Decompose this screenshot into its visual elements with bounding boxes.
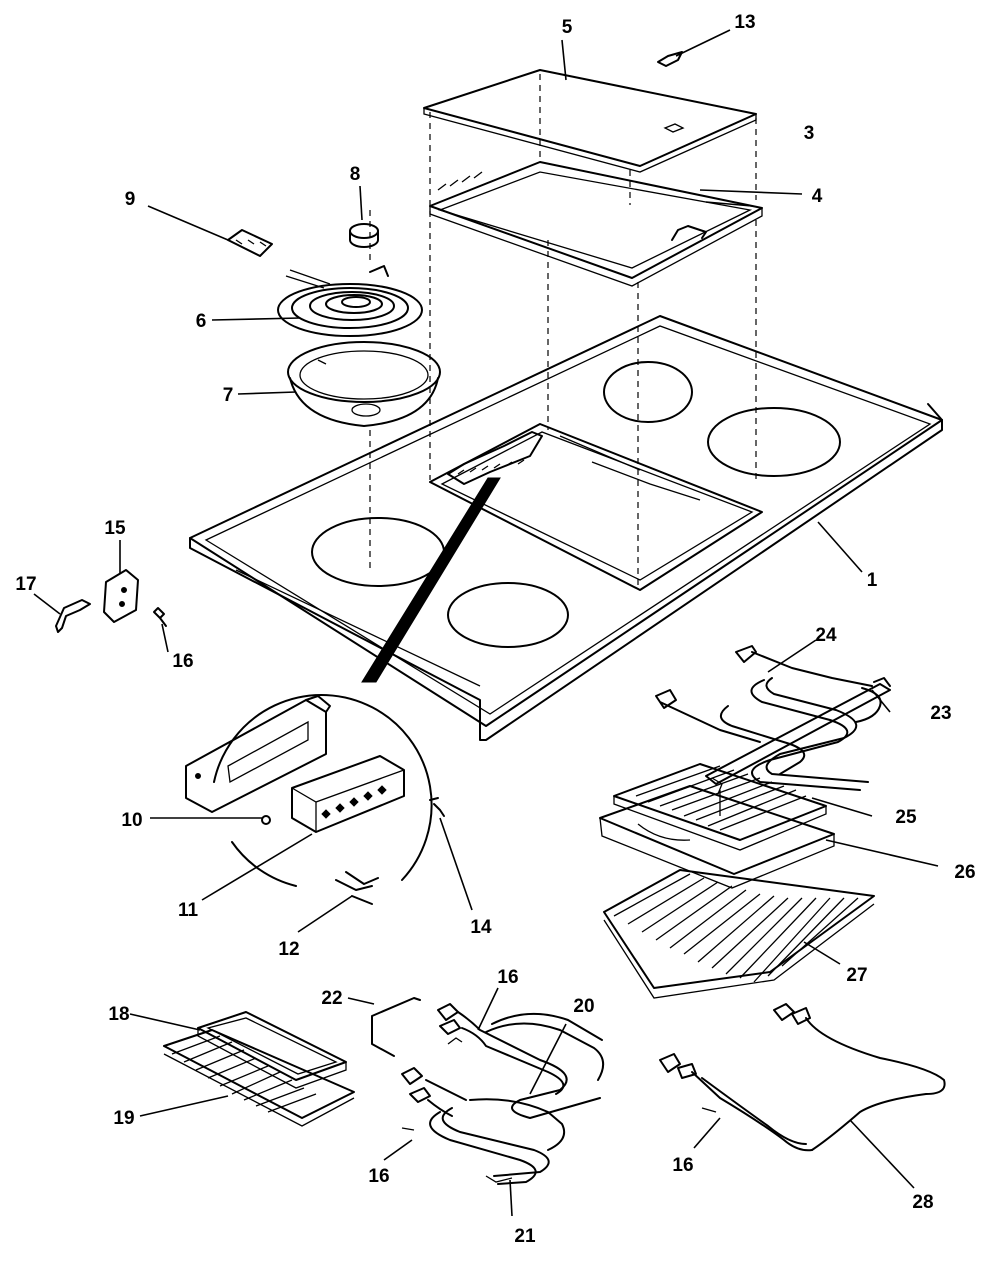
leader-lines <box>33 29 939 1217</box>
callout-20: 20 <box>573 996 594 1017</box>
callout-25: 25 <box>895 807 917 828</box>
callout-17: 17 <box>15 574 36 595</box>
receptacle-block-part <box>227 229 273 257</box>
callout-26: 26 <box>954 862 975 883</box>
callout-15: 15 <box>104 518 126 539</box>
callout-3: 3 <box>804 123 815 144</box>
callout-14: 14 <box>470 917 492 938</box>
callout-11: 11 <box>178 900 199 921</box>
control-bracket-part <box>185 695 331 825</box>
callout-4: 4 <box>812 186 823 207</box>
callout-10: 10 <box>121 810 142 831</box>
callout-16-upper-element: 16 <box>497 967 518 988</box>
small-rack-part <box>163 1029 355 1127</box>
callout-16-sensor: 16 <box>672 1155 693 1176</box>
callout-16-lower-element: 16 <box>368 1166 389 1187</box>
surface-element-coil-part <box>277 265 423 337</box>
callout-6: 6 <box>196 311 207 332</box>
callout-labels: 1 3 4 5 6 7 8 9 10 11 12 13 14 15 16 16 … <box>15 12 975 1247</box>
bracket-screw-part <box>153 607 167 627</box>
detail-zoom-connector <box>361 477 501 683</box>
bracket-part <box>671 225 707 241</box>
cooktop-main-part <box>189 315 943 741</box>
element-wire-bracket-part <box>371 997 421 1057</box>
leg-clip-part <box>55 599 91 633</box>
small-pan-part <box>197 1011 347 1089</box>
callout-22: 22 <box>321 988 342 1009</box>
bake-element-lower-part <box>401 1067 566 1185</box>
callout-5: 5 <box>562 17 573 38</box>
oven-sensor-part <box>659 1003 946 1152</box>
callout-27: 27 <box>846 965 867 986</box>
broil-element-part <box>655 645 882 791</box>
callout-9: 9 <box>125 189 136 210</box>
callout-24: 24 <box>815 625 837 646</box>
callout-16-bracket: 16 <box>172 651 193 672</box>
detail-view-circle <box>213 693 433 887</box>
callout-19: 19 <box>113 1108 134 1129</box>
clips-part <box>335 871 379 905</box>
mounting-bracket-part <box>103 569 139 623</box>
oven-rack-part <box>603 869 875 999</box>
bake-element-upper-part <box>437 1003 605 1119</box>
callout-21: 21 <box>514 1226 536 1247</box>
callout-8: 8 <box>350 164 361 185</box>
callout-7: 7 <box>223 385 234 406</box>
glass-panel-part <box>429 161 763 287</box>
callout-18: 18 <box>108 1004 129 1025</box>
callout-28: 28 <box>912 1192 933 1213</box>
callout-12: 12 <box>278 939 299 960</box>
knob-part <box>349 223 379 248</box>
top-cover-part <box>423 69 757 173</box>
clip-part <box>657 51 683 67</box>
callout-1: 1 <box>867 570 878 591</box>
callout-13: 13 <box>734 12 755 33</box>
terminal-block-part <box>291 755 405 833</box>
screw-part <box>429 797 445 817</box>
broil-pan-part <box>599 785 835 889</box>
callout-23: 23 <box>930 703 951 724</box>
drip-pan-part <box>287 341 441 427</box>
